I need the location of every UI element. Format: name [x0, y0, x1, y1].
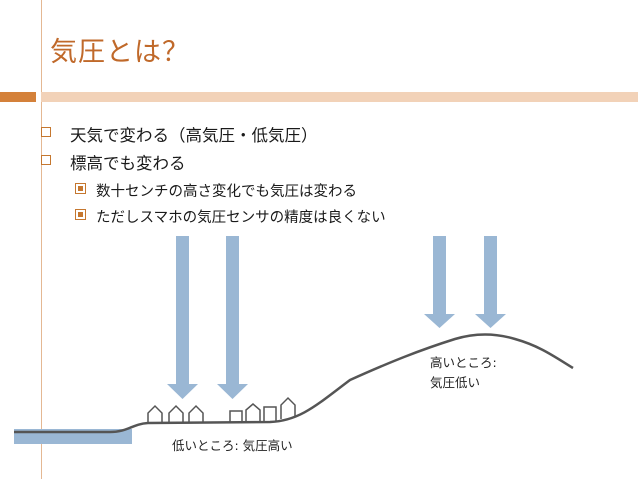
pressure-arrow-low-1 — [167, 236, 198, 399]
high-place-label-line2: 気圧低い — [430, 373, 497, 393]
high-place-label: 高いところ: 気圧低い — [430, 353, 497, 393]
pressure-arrow-low-2 — [217, 236, 248, 399]
high-place-label-line1: 高いところ: — [430, 353, 497, 373]
house-icon — [281, 398, 295, 419]
house-icon — [148, 406, 162, 423]
pressure-arrow-high-1 — [424, 236, 455, 328]
house-icon — [189, 406, 203, 423]
house-icon — [264, 407, 276, 421]
house-icon — [169, 406, 183, 423]
houses — [148, 398, 295, 423]
low-place-label: 低いところ: 気圧高い — [172, 436, 293, 456]
house-icon — [246, 404, 260, 422]
pressure-arrow-high-2 — [475, 236, 506, 328]
